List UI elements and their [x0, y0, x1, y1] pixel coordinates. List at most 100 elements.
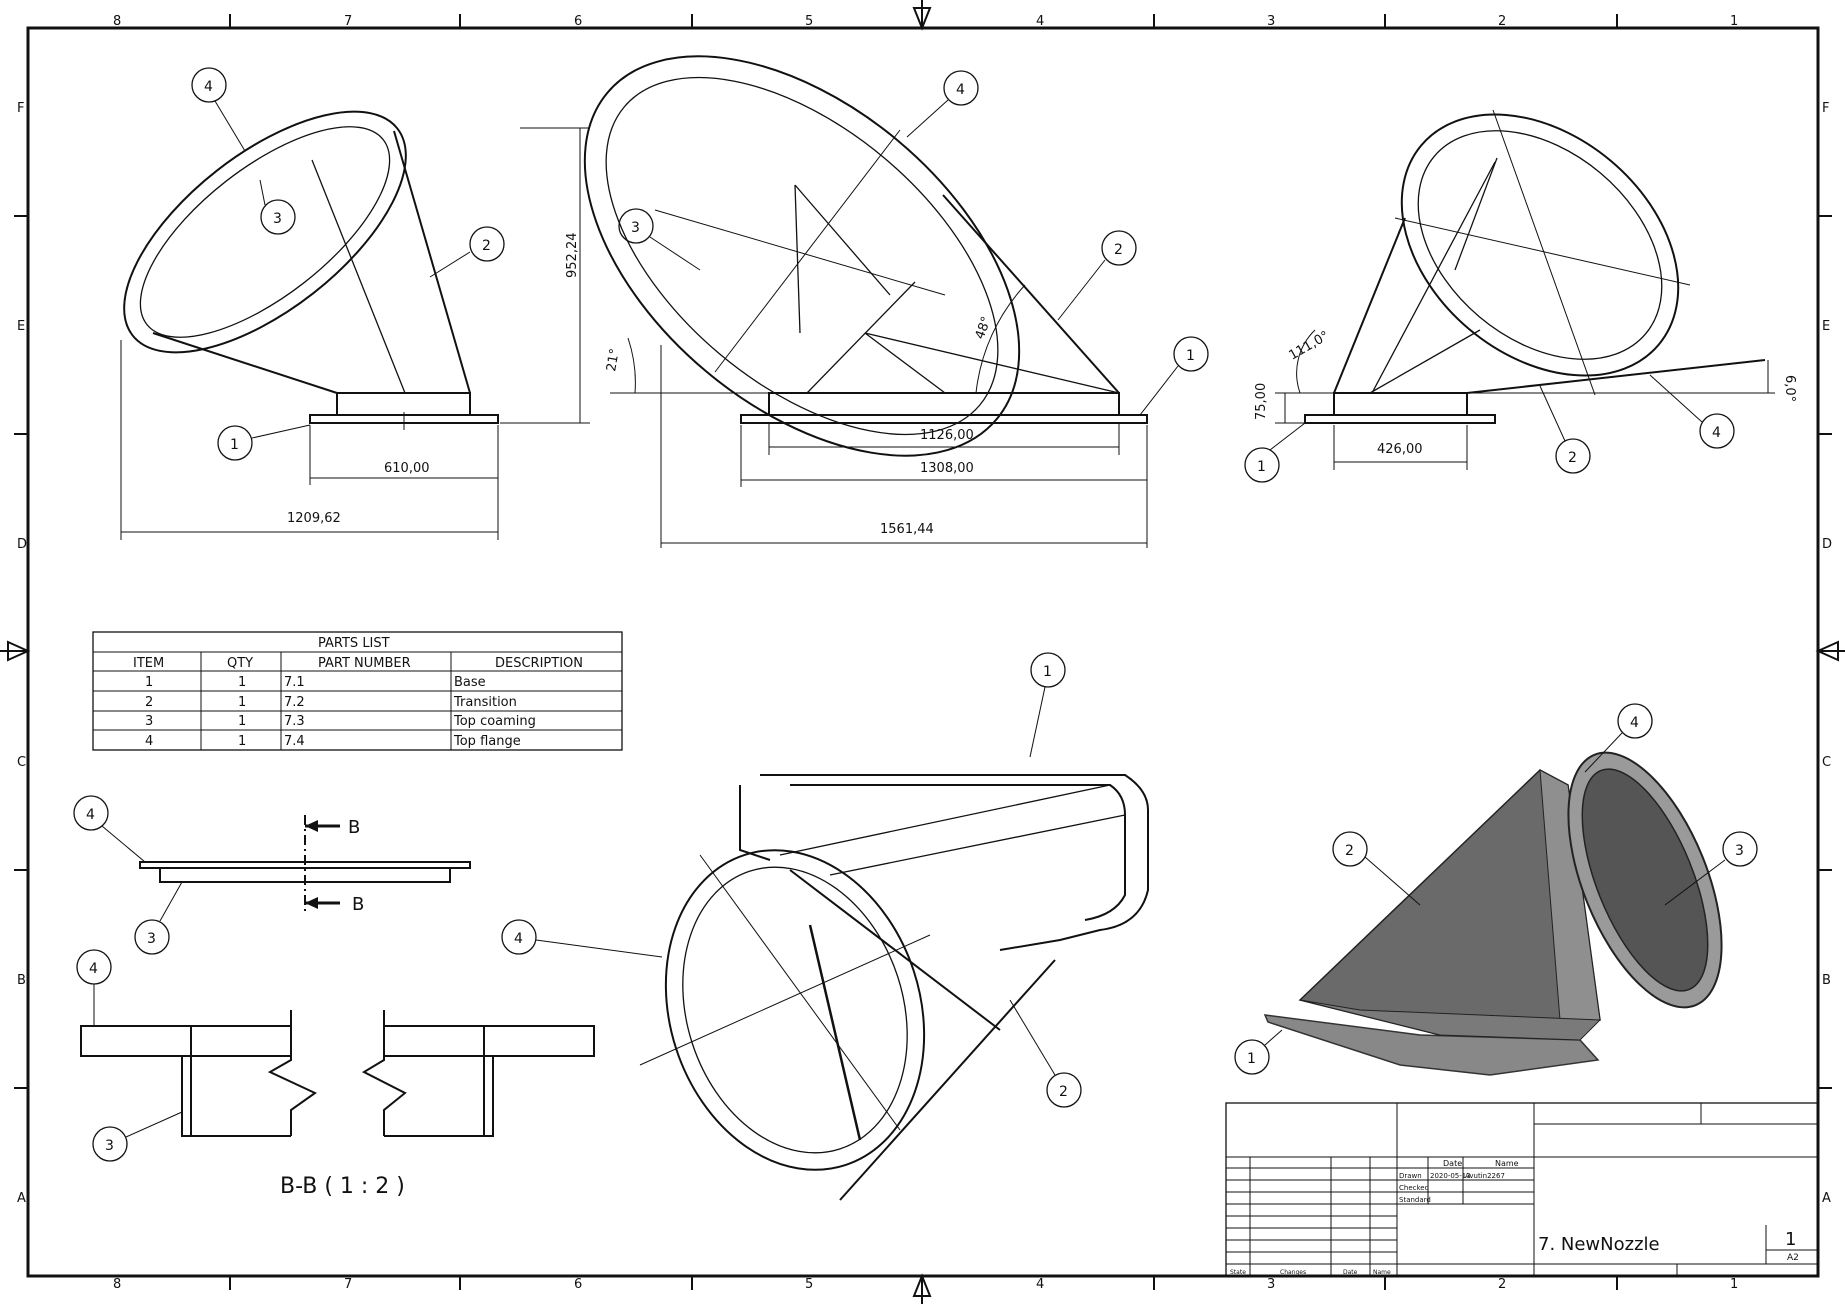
svg-text:2: 2 — [1059, 1084, 1068, 1100]
zone-ticks — [14, 14, 1832, 1290]
parts-row-qty: 1 — [238, 695, 246, 710]
balloon-item-4: 4 — [906, 70, 979, 138]
balloon-item-3: 3 — [1664, 831, 1758, 906]
section-marker-bottom: B — [352, 894, 364, 915]
parts-row-desc: Top coaming — [453, 714, 536, 729]
zone-row-F-right: F — [1822, 101, 1829, 116]
title-block-date-header: Date — [1443, 1159, 1462, 1168]
parts-row-desc: Base — [454, 675, 486, 690]
title-block: Date Name Drawn 2020-05-13 Avutin2267 Ch… — [1225, 1102, 1819, 1277]
balloon-item-2: 2 — [1332, 831, 1421, 906]
front-view: 21° 48° 1126,00 1308,00 1561,44 — [583, 55, 1148, 548]
parts-row-qty: 1 — [238, 675, 246, 690]
parts-row-item: 1 — [145, 675, 153, 690]
dim-1561: 1561,44 — [880, 522, 934, 537]
svg-text:3: 3 — [105, 1138, 114, 1154]
parts-row-part: 7.2 — [284, 695, 305, 710]
shaded-3d-view — [1263, 751, 1723, 1076]
dim-angle-48: 48° — [973, 315, 995, 342]
dim-angle-111: 111,0° — [1287, 329, 1332, 364]
parts-row-part: 7.3 — [284, 714, 305, 729]
zone-col-1: 1 — [1730, 14, 1738, 29]
svg-text:3: 3 — [631, 220, 640, 236]
section-caption: B-B ( 1 : 2 ) — [280, 1174, 405, 1199]
footer-name: Name — [1373, 1269, 1391, 1276]
zone-col-7-bottom: 7 — [344, 1277, 352, 1292]
svg-text:2: 2 — [1568, 450, 1577, 466]
svg-text:2: 2 — [482, 238, 491, 254]
balloon-item-4: 4 — [501, 919, 663, 958]
zone-col-2-bottom: 2 — [1498, 1277, 1506, 1292]
dim-75: 75,00 — [1254, 383, 1269, 420]
parts-row-item: 3 — [145, 714, 153, 729]
svg-text:2: 2 — [1345, 843, 1354, 859]
parts-header-part: PART NUMBER — [318, 656, 411, 671]
svg-text:2: 2 — [1114, 242, 1123, 258]
balloon-item-1: 1 — [1139, 336, 1209, 416]
balloon-item-2: 2 — [1539, 385, 1591, 474]
svg-text:1: 1 — [230, 437, 239, 453]
parts-row-desc: Top flange — [453, 734, 521, 749]
zone-col-7: 7 — [344, 14, 352, 29]
zone-row-F: F — [17, 101, 24, 116]
balloon-item-2: 2 — [429, 226, 505, 278]
zone-row-A-right: A — [1822, 1191, 1831, 1206]
zone-col-5-bottom: 5 — [805, 1277, 813, 1292]
balloon-item-1: 1 — [217, 424, 311, 461]
zone-row-C: C — [17, 755, 26, 770]
zone-col-4: 4 — [1036, 14, 1044, 29]
svg-text:4: 4 — [1630, 715, 1639, 731]
dim-overall-width: 1209,62 — [287, 511, 341, 526]
parts-row-item: 2 — [145, 695, 153, 710]
balloon-item-3: 3 — [92, 1111, 183, 1162]
balloon-item-4: 4 — [73, 795, 146, 863]
balloon-item-1: 1 — [1244, 422, 1306, 483]
balloon-item-3: 3 — [259, 179, 296, 235]
zone-col-3-bottom: 3 — [1267, 1277, 1275, 1292]
zone-row-E-right: E — [1822, 319, 1830, 334]
parts-row-part: 7.4 — [284, 734, 305, 749]
svg-text:3: 3 — [147, 931, 156, 947]
dim-426: 426,00 — [1377, 442, 1423, 457]
parts-row-desc: Transition — [453, 695, 517, 710]
isometric-view — [639, 774, 1149, 1201]
zone-col-6-bottom: 6 — [574, 1277, 582, 1292]
dim-angle-21: 21° — [604, 347, 623, 372]
svg-text:3: 3 — [1735, 843, 1744, 859]
svg-text:1: 1 — [1247, 1051, 1256, 1067]
parts-row-qty: 1 — [238, 714, 246, 729]
dim-angle-6: 6,0° — [1782, 375, 1797, 402]
zone-col-8-bottom: 8 — [113, 1277, 121, 1292]
zone-col-6: 6 — [574, 14, 582, 29]
zone-row-A: A — [17, 1191, 26, 1206]
zone-row-C-right: C — [1822, 755, 1831, 770]
balloon-item-1: 1 — [1029, 652, 1066, 758]
balloon-item-2: 2 — [1009, 999, 1082, 1108]
zone-row-B-right: B — [1822, 973, 1831, 988]
side-view-right: 111,0° 75,00 426,00 6,0° — [1254, 109, 1797, 470]
title-block-drawn-label: Drawn — [1399, 1172, 1422, 1180]
zone-col-3: 3 — [1267, 14, 1275, 29]
balloon-item-3: 3 — [618, 208, 701, 271]
parts-row-item: 4 — [145, 734, 153, 749]
dim-1126: 1126,00 — [920, 428, 974, 443]
dim-base-width: 610,00 — [384, 461, 430, 476]
zone-col-2: 2 — [1498, 14, 1506, 29]
balloon-item-4: 4 — [1649, 374, 1735, 449]
balloon-item-4: 4 — [1584, 703, 1653, 773]
balloon-item-4: 4 — [191, 67, 246, 152]
svg-text:1: 1 — [1186, 348, 1195, 364]
title-block-drawn-date: 2020-05-13 — [1430, 1172, 1471, 1180]
dim-height: 952,24 — [565, 233, 580, 279]
sheet-number: 1 — [1785, 1229, 1796, 1250]
parts-header-item: ITEM — [133, 656, 164, 671]
svg-text:3: 3 — [273, 211, 282, 227]
section-marker-top: B — [348, 817, 360, 838]
title-block-name-header: Name — [1495, 1159, 1519, 1168]
zone-col-1-bottom: 1 — [1730, 1277, 1738, 1292]
balloon-item-3: 3 — [134, 881, 183, 955]
parts-list-title: PARTS LIST — [318, 636, 390, 651]
drawing-title: 7. NewNozzle — [1538, 1234, 1660, 1255]
